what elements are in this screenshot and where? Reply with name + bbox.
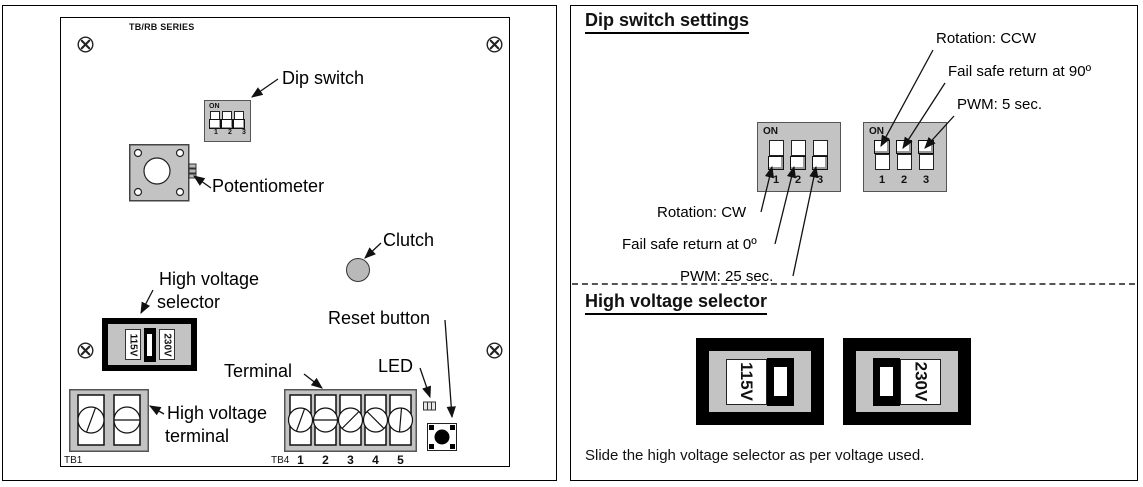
failsafe-90-label: Fail safe return at 90º [948, 63, 1092, 80]
hv-slider-slot [767, 357, 794, 406]
hv-slider-slot [143, 327, 156, 362]
hv-115v-position: 115V [124, 329, 141, 360]
reset-button-label: Reset button [328, 308, 431, 328]
hv-selector-body: 230V [856, 351, 958, 412]
hv-slider-slot [873, 357, 900, 406]
dip-switch-2-off [790, 140, 806, 170]
hv-note: Slide the high voltage selector as per v… [585, 447, 925, 464]
led-component [423, 401, 436, 411]
hv-selector-230v-diagram: 230V [843, 338, 971, 425]
hv-selector-115v-diagram: 115V [696, 338, 824, 425]
dip-settings-heading: Dip switch settings [585, 10, 750, 34]
corner-screw-icon [77, 342, 94, 359]
dip-switch-3-off [812, 140, 828, 170]
section-divider [572, 283, 1135, 285]
potentiometer-label: Potentiometer [212, 176, 325, 196]
terminal-label: Terminal [224, 361, 293, 381]
corner-screw-icon [77, 36, 94, 53]
dip-switch-2 [221, 111, 233, 129]
hv-230v-position: 230V [900, 358, 941, 405]
potentiometer-component [129, 144, 197, 202]
hv-terminal-label-line2: terminal [165, 426, 230, 446]
hv-115v-position: 115V [726, 358, 767, 405]
rotation-ccw-label: Rotation: CCW [936, 30, 1037, 47]
corner-screw-icon [486, 342, 503, 359]
tb1-caption: TB1 [64, 455, 83, 466]
hv-selector-heading: High voltage selector [585, 291, 768, 315]
terminal-block-tb4 [284, 389, 417, 452]
reset-button-component [427, 423, 457, 451]
dip-switch-1-off [768, 140, 784, 170]
dip-switch-3 [233, 111, 245, 129]
terminal-block-tb1 [69, 389, 149, 452]
dip-switches-on [874, 140, 934, 170]
dip-switches [209, 111, 250, 129]
dip-on-label: ON [209, 103, 220, 110]
board-title: TB/RB SERIES [129, 22, 195, 32]
clutch-component [346, 258, 370, 282]
dip-switch-3-on [918, 140, 934, 170]
dip-on-label: ON [869, 126, 884, 137]
dip-switch-2-on [896, 140, 912, 170]
pwm-5-label: PWM: 5 sec. [957, 96, 1043, 113]
hv-selector-body: 115V [709, 351, 811, 412]
corner-screw-icon [486, 36, 503, 53]
failsafe-0-label: Fail safe return at 0º [622, 236, 757, 253]
dip-switch-1 [209, 111, 221, 129]
dip-on-label: ON [763, 126, 778, 137]
hv-selector-label-line2: selector [157, 292, 221, 312]
clutch-label: Clutch [383, 230, 435, 250]
pwm-25-label: PWM: 25 sec. [680, 268, 774, 285]
tb4-caption: TB4 [271, 455, 290, 466]
hv-230v-position: 230V [158, 329, 175, 360]
hv-selector-label-line1: High voltage [159, 269, 260, 289]
led-label: LED [378, 356, 414, 376]
hv-selector-body: 115V 230V [108, 324, 191, 365]
settings-panel: Dip switch settings Rotation: CCW Fail s… [570, 5, 1138, 481]
dip-switches-off [768, 140, 828, 170]
dip-switch-1-on [874, 140, 890, 170]
high-voltage-selector-component: 115V 230V [102, 318, 197, 371]
hv-terminal-label-line1: High voltage [167, 403, 268, 423]
rotation-cw-label: Rotation: CW [657, 204, 747, 221]
dip-switch-label: Dip switch [282, 68, 365, 88]
